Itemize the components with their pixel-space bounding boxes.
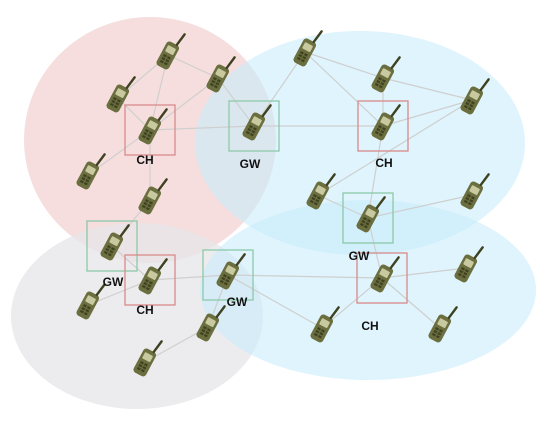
mobile-phone-icon — [428, 306, 458, 343]
cluster-blue-top-region — [195, 31, 525, 255]
link-n4-n7 — [149, 125, 255, 131]
link-n16-n17 — [149, 274, 229, 281]
gw-label-n14: GW — [349, 249, 370, 263]
mobile-phone-icon — [138, 178, 168, 215]
cluster-head-box-n18 — [356, 252, 408, 304]
cluster-head-box-n4 — [124, 104, 176, 156]
mobile-phone-icon — [76, 283, 106, 320]
mobile-phone-icon — [242, 104, 272, 141]
mobile-phone-icon — [106, 76, 136, 113]
mobile-phone-icon — [371, 56, 401, 93]
gw-label-n17: GW — [227, 295, 248, 309]
link-n12-n14 — [367, 194, 473, 219]
ch-label-n16: CH — [136, 303, 153, 317]
mobile-phone-icon — [216, 253, 246, 290]
mobile-phone-icon — [156, 33, 186, 70]
cluster-head-box-n10 — [357, 100, 409, 152]
mobile-phone-icon — [371, 104, 401, 141]
ch-label-n18: CH — [361, 319, 378, 333]
link-n17-n18 — [227, 274, 383, 279]
mobile-phone-icon — [306, 173, 336, 210]
link-n11-n13 — [317, 99, 473, 196]
mobile-phone-icon — [196, 305, 226, 342]
link-n8-n10 — [304, 51, 384, 127]
gateway-box-n14 — [342, 192, 394, 244]
mobile-phone-icon — [293, 30, 323, 67]
link-n1-n2 — [167, 54, 219, 79]
mobile-phone-icon — [76, 153, 106, 190]
gw-label-n15: GW — [103, 275, 124, 289]
link-n18-n21 — [381, 277, 441, 329]
link-n8-n9 — [304, 51, 384, 79]
link-n18-n20 — [381, 267, 467, 279]
gateway-box-n7 — [228, 100, 280, 152]
mobile-phone-icon — [138, 108, 168, 145]
link-n2-n7 — [217, 77, 255, 127]
mobile-phone-icon — [454, 246, 484, 283]
ch-label-n10: CH — [375, 156, 392, 170]
mobile-phone-icon — [133, 340, 163, 377]
mobile-phone-icon — [310, 306, 340, 343]
ch-label-n4: CH — [136, 153, 153, 167]
link-n19-n16 — [87, 279, 151, 306]
role-boxes — [86, 100, 409, 306]
link-n7-n8 — [253, 51, 306, 127]
link-n3-n4 — [117, 97, 151, 131]
mobile-phone-icon — [356, 196, 386, 233]
gateway-box-n15 — [86, 220, 138, 272]
role-labels: CH GW CH GW GW CH GW CH — [103, 153, 393, 333]
link-n11-n10 — [382, 99, 473, 127]
link-n15-n16 — [111, 245, 151, 281]
mobile-phone-icon — [370, 256, 400, 293]
link-n9-n11 — [382, 77, 473, 101]
network-nodes — [76, 30, 490, 377]
cluster-gray-region — [11, 223, 263, 409]
cluster-backgrounds — [11, 17, 536, 409]
gw-label-n7: GW — [240, 157, 261, 171]
gateway-box-n17 — [202, 249, 254, 301]
mobile-phone-icon — [100, 224, 130, 261]
mobile-phone-icon — [138, 258, 168, 295]
mobile-phone-icon — [460, 173, 490, 210]
cluster-head-box-n16 — [124, 254, 176, 306]
mobile-phone-icon — [206, 56, 236, 93]
mobile-phone-icon — [460, 78, 490, 115]
link-n17-n22 — [227, 274, 323, 329]
link-n10-n14 — [367, 125, 384, 219]
